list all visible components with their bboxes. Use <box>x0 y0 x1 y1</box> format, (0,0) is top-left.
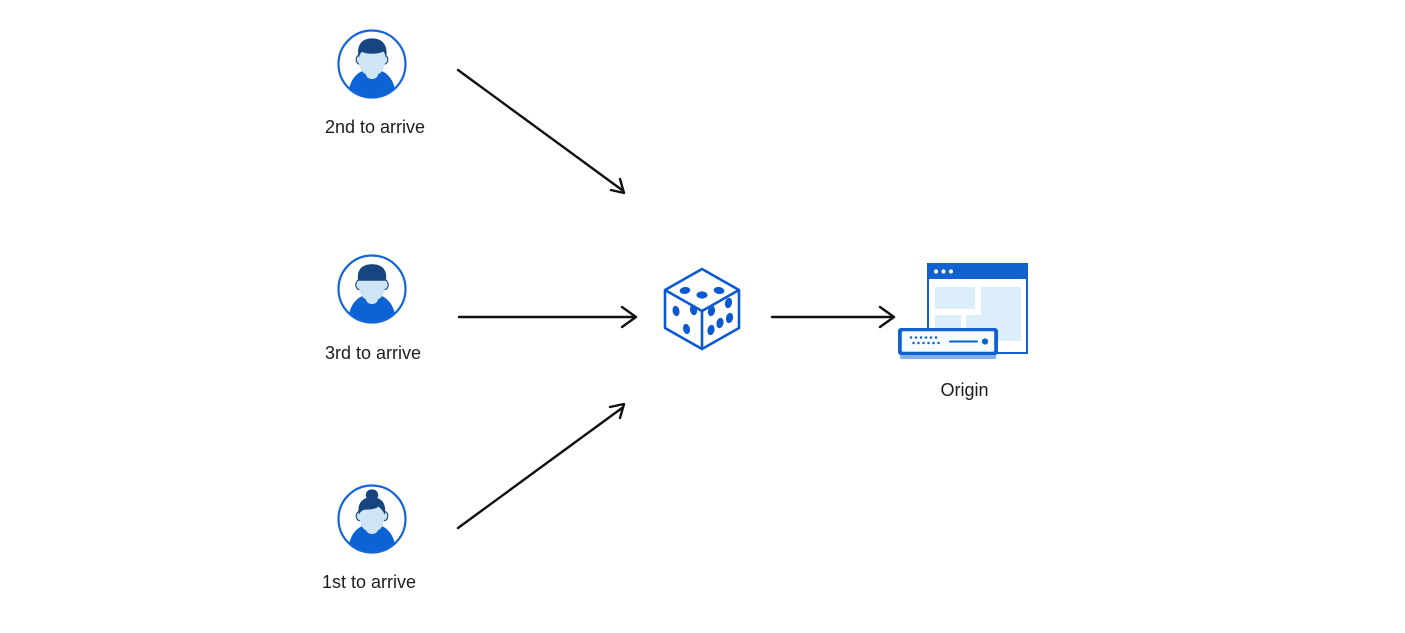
user-avatar-icon <box>337 29 407 99</box>
node-visitor-3rd <box>336 253 408 325</box>
label-visitor-1st: 1st to arrive <box>321 572 417 592</box>
origin-server-icon <box>898 263 1028 359</box>
label-visitor-2nd: 2nd to arrive <box>324 117 426 137</box>
node-visitor-2nd <box>336 28 408 100</box>
label-visitor-3rd: 3rd to arrive <box>324 343 422 363</box>
arrow-1st-to-dice <box>456 402 626 530</box>
user-avatar-icon <box>337 254 407 324</box>
arrow-dice-to-origin <box>770 305 896 329</box>
dice-icon <box>663 267 741 351</box>
arrow-3rd-to-dice <box>457 305 638 329</box>
server-device-icon <box>898 328 998 359</box>
user-avatar-icon <box>337 484 407 554</box>
node-load-balancer <box>660 266 744 352</box>
label-origin-server: Origin <box>940 380 989 400</box>
node-visitor-1st <box>336 483 408 555</box>
node-origin-server <box>896 258 1032 362</box>
